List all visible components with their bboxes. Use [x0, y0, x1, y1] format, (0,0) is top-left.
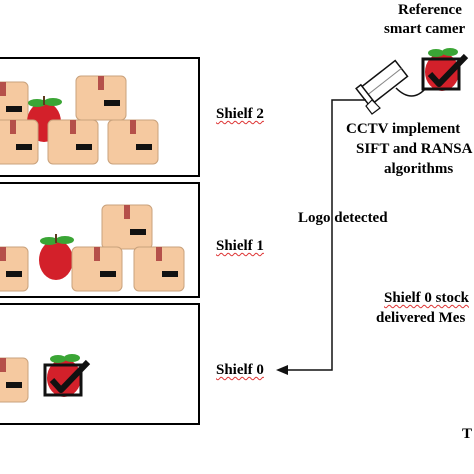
cardboard-box-icon: [107, 119, 159, 165]
cardboard-box-icon: [0, 357, 29, 403]
shelf-2-items: [0, 75, 159, 165]
shelf-0-label: Shielf 0: [216, 362, 264, 378]
camera-title-line1: Reference: [398, 2, 462, 18]
shelf-0-items: [0, 354, 88, 403]
cardboard-box-icon: [133, 246, 185, 292]
stock-note-line2: delivered Mes: [376, 310, 466, 326]
shelf-1-items: [0, 204, 185, 292]
shelf-2-label: Shielf 2: [216, 106, 264, 122]
cctv-line2: SIFT and RANSA: [356, 141, 473, 157]
stock-note-text-1: Shielf 0 stock: [384, 290, 470, 306]
arrow-head-icon: [276, 365, 288, 375]
stock-note-line1: Shielf 0 stock: [384, 290, 469, 307]
cardboard-box-icon: [0, 119, 39, 165]
cctv-line3: algorithms: [384, 161, 454, 177]
cardboard-box-icon: [0, 81, 29, 127]
cardboard-box-icon: [101, 204, 153, 250]
shelf-1-label: Shielf 1: [216, 238, 264, 254]
checked-apple-icon: [45, 354, 88, 397]
cardboard-box-icon: [71, 246, 123, 292]
detection-arrow: [286, 99, 366, 371]
cardboard-box-icon: [75, 75, 127, 121]
cctv-camera-icon: [355, 59, 427, 115]
reference-apple-icon: [423, 48, 466, 91]
cctv-line1: CCTV implement: [346, 121, 461, 137]
cardboard-box-icon: [0, 246, 29, 292]
shelf-0-frame: [0, 303, 200, 425]
cardboard-box-icon: [47, 119, 99, 165]
apple-icon: [39, 234, 74, 280]
camera-title-line2: smart camer: [384, 21, 466, 37]
corner-text: T: [462, 426, 473, 442]
logo-detected-label: Logo detected: [298, 210, 388, 226]
